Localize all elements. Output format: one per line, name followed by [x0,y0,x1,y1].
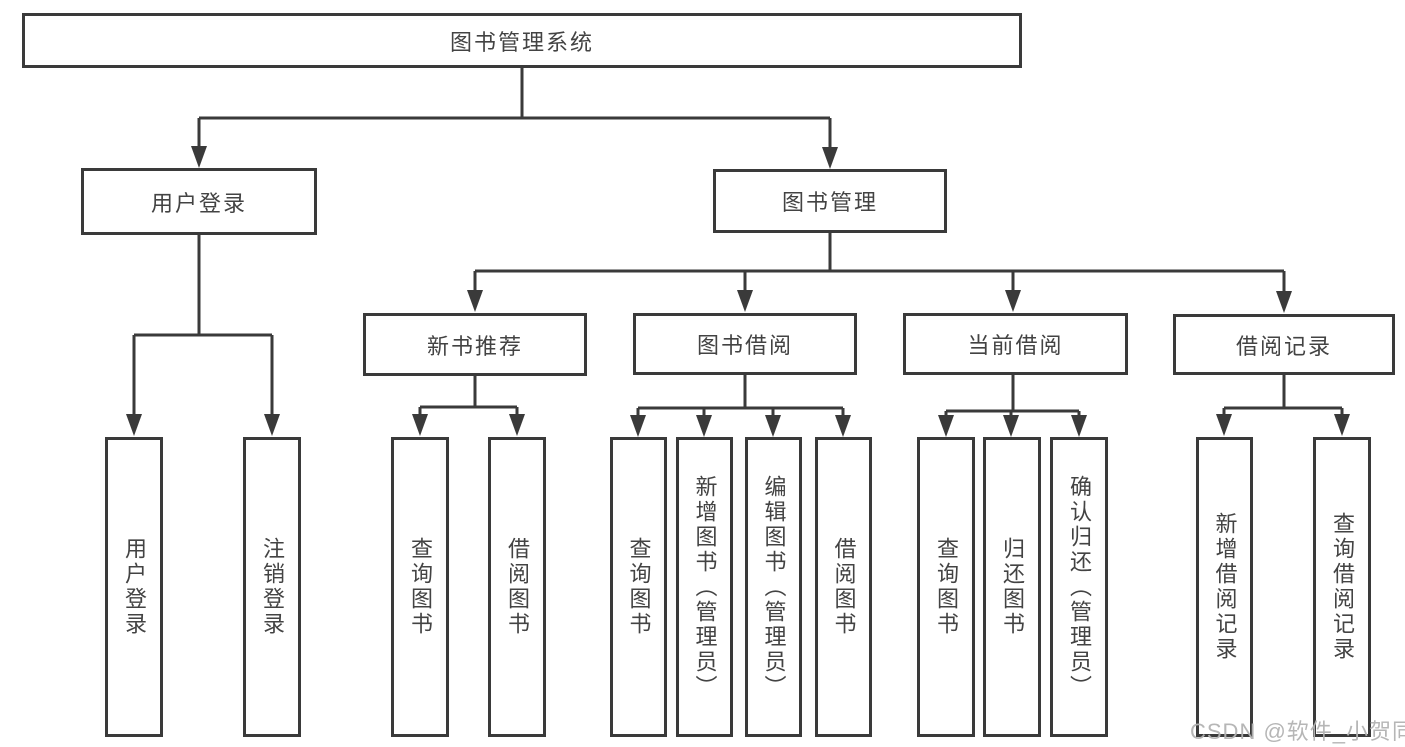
leaf-rec-borrow-books: 借阅图书 [488,437,546,737]
connector-mgmt-to-level3 [473,233,1286,295]
csdn-watermark: CSDN @软件_小贺同学 [1190,719,1405,744]
node-label: 图书借阅 [696,333,793,358]
leaf-user-login: 用户登录 [105,437,163,737]
leaf-cb-return-books: 归还图书 [983,437,1041,737]
leaf-br-query-record: 查询借阅记录 [1313,437,1371,737]
connector-records-to-leaves [1222,375,1344,419]
connector-login-to-leaves [132,235,274,418]
leaf-rec-query-books: 查询图书 [391,437,449,737]
connector-current-to-leaves [944,375,1081,420]
node-label: 借阅图书 [831,537,857,637]
connector-root-to-level2 [197,68,832,151]
node-label: 查询图书 [934,537,959,637]
connector-borrow-to-leaves [636,375,845,420]
node-label: 当前借阅 [967,333,1064,358]
node-label: 编辑图书（管理员） [761,474,787,700]
node-new-book-recommend: 新书推荐 [363,313,587,376]
node-label: 查询图书 [408,537,433,637]
node-borrow-records: 借阅记录 [1173,314,1395,375]
node-label: 用户登录 [150,190,247,216]
node-current-borrow: 当前借阅 [903,313,1128,375]
leaf-bb-edit-books-admin: 编辑图书（管理员） [745,437,802,737]
leaf-logout: 注销登录 [243,437,301,737]
node-label: 图书管理 [781,190,878,215]
leaf-bb-borrow-books: 借阅图书 [815,437,872,737]
node-label: 借阅图书 [505,537,530,637]
arrowheads [126,146,1350,437]
node-book-borrow: 图书借阅 [633,313,857,375]
node-library-management-system: 图书管理系统 [22,13,1022,68]
node-label: 新增图书（管理员） [692,474,718,700]
leaf-bb-query-books: 查询图书 [610,437,667,737]
node-label: 查询借阅记录 [1330,512,1355,662]
connector-rec-to-leaves [418,376,519,419]
node-label: 用户登录 [122,537,147,637]
node-label: 图书管理系统 [449,29,594,55]
node-label: 新书推荐 [426,333,523,359]
leaf-bb-add-books-admin: 新增图书（管理员） [676,437,733,737]
node-label: 新增借阅记录 [1212,512,1238,662]
node-user-login: 用户登录 [81,168,317,235]
node-book-management: 图书管理 [713,169,947,233]
node-label: 注销登录 [260,537,285,637]
node-label: 确认归还（管理员） [1067,474,1092,700]
node-label: 借阅记录 [1235,333,1332,359]
node-label: 查询图书 [626,537,652,637]
leaf-br-add-record: 新增借阅记录 [1196,437,1253,737]
node-label: 归还图书 [1000,537,1025,637]
leaf-cb-query-books: 查询图书 [917,437,975,737]
leaf-cb-confirm-return-admin: 确认归还（管理员） [1050,437,1108,737]
